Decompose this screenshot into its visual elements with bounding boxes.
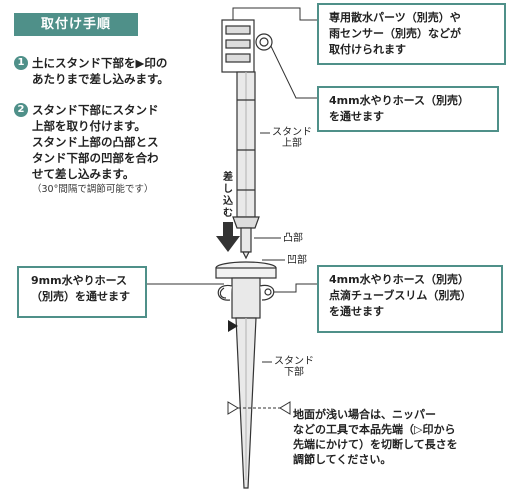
top-head-slot xyxy=(225,25,251,35)
stand-upper-label-line: 上部 xyxy=(282,138,302,149)
section-title: 取付け手順 xyxy=(14,13,138,36)
step-number-1-icon: 1 xyxy=(14,56,28,70)
cut-note-line: などの工具で本品先端（▷印から xyxy=(293,423,456,436)
callout-line: 点滴チューブスリム（別売） xyxy=(329,289,472,302)
hose-ring-upper-inner xyxy=(259,37,269,47)
callout-hose-4mm-upper: 4mm水やりホース（別売） を通せます xyxy=(317,86,499,132)
insert-label: 差し込む xyxy=(223,172,233,219)
cut-note-line: 調節してください。 xyxy=(293,453,392,466)
insertion-mark-icon xyxy=(228,320,238,332)
callout-line: 専用散水パーツ（別売）や xyxy=(329,11,461,24)
step-2-line: 上部を取り付けます。 xyxy=(32,119,146,133)
callout-line: 4mm水やりホース（別売） xyxy=(329,273,470,286)
step-number-2-icon: 2 xyxy=(14,103,28,117)
stand-upper-label-line: スタンド xyxy=(272,127,312,138)
callout-line: を通せます xyxy=(329,305,384,318)
step-1-line: 土にスタンド下部を▶印の xyxy=(32,56,168,70)
insert-arrow-shaft xyxy=(223,222,233,236)
stand-lower-label-line: 下部 xyxy=(284,367,304,378)
stand-lower-label-line: スタンド xyxy=(274,356,314,367)
cut-note-line: 地面が浅い場合は、ニッパー xyxy=(293,408,436,421)
coupling-rim xyxy=(215,267,277,279)
step-2-note: （30°間隔で調節可能です） xyxy=(32,184,154,195)
coupling-body xyxy=(231,277,261,319)
step-2-line: スタンド下部にスタンド xyxy=(32,103,159,117)
leader-line-top xyxy=(232,7,317,22)
stand-lower-label: スタンド 下部 xyxy=(274,356,314,378)
convex-label: 凸部 xyxy=(283,233,303,244)
callout-line: を通せます xyxy=(329,110,384,123)
leader-line-hose-upper xyxy=(267,39,317,99)
stand-upper-collar xyxy=(232,216,260,229)
concave-label: 凹部 xyxy=(287,255,307,266)
step-1: 1 土にスタンド下部を▶印の あたりまで差し込みます。 xyxy=(14,55,229,87)
step-2-line: せて差し込みます。 xyxy=(32,167,135,181)
step-2-line: スタンド上部の凸部とス xyxy=(32,135,159,149)
callout-top-parts: 専用散水パーツ（別売）や 雨センサー（別売）などが 取付けられます xyxy=(317,3,506,65)
top-head-slot xyxy=(225,53,251,63)
cut-note-line: 先端にかけて）を切断して長さを xyxy=(293,438,458,451)
hose-clip-4mm-hole xyxy=(264,288,272,296)
callout-line: 雨センサー（別売）などが xyxy=(329,27,461,40)
leader-line-hose-drip xyxy=(270,283,317,293)
callout-hose-4mm-drip: 4mm水やりホース（別売） 点滴チューブスリム（別売） を通せます xyxy=(317,265,503,333)
convex-peg xyxy=(240,227,252,253)
step-2-line: タンド下部の凹部を合わ xyxy=(32,151,159,165)
callout-line: 9mm水やりホース xyxy=(31,274,128,287)
callout-hose-9mm: 9mm水やりホース （別売）を通せます xyxy=(17,266,147,318)
cut-mark-left-icon xyxy=(227,401,239,415)
step-1-line: あたりまで差し込みます。 xyxy=(32,72,169,86)
top-head-slot xyxy=(225,39,251,49)
cut-mark-right-icon xyxy=(279,401,291,415)
step-2: 2 スタンド下部にスタンド 上部を取り付けます。 スタンド上部の凸部とス タンド… xyxy=(14,102,229,198)
stand-upper-label: スタンド 上部 xyxy=(272,127,312,149)
callout-line: 取付けられます xyxy=(329,43,406,56)
cut-note: 地面が浅い場合は、ニッパー などの工具で本品先端（▷印から 先端にかけて）を切断… xyxy=(293,407,458,467)
hose-clip-9mm-inner xyxy=(219,287,227,299)
callout-line: 4mm水やりホース（別売） xyxy=(329,94,470,107)
insert-arrow-icon xyxy=(216,236,240,252)
convex-peg-tip xyxy=(242,251,250,260)
callout-line: （別売）を通せます xyxy=(31,290,130,303)
